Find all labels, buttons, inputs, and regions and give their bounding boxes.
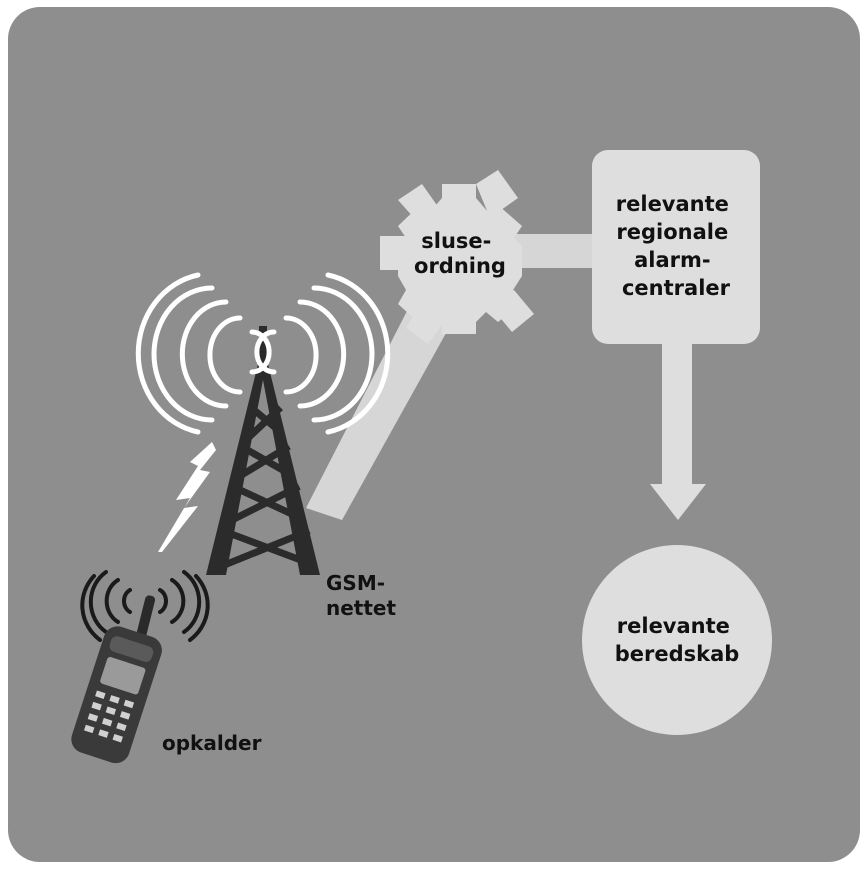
alarm-centers-label-line: relevante: [616, 192, 729, 216]
diagram-background: [8, 7, 860, 862]
sluice-label-line: sluse-: [421, 229, 491, 253]
emergency-label-line: beredskab: [615, 642, 740, 666]
signal-wave-icon: [135, 272, 391, 435]
lightning-icon: [158, 442, 216, 552]
alarm-centers-label-line: regionale: [616, 220, 728, 244]
network-label: GSM- nettet: [326, 571, 396, 620]
tower-icon: [206, 326, 320, 575]
alarm-centers-box: [592, 150, 760, 344]
alarm-centers-label-line: alarm-: [634, 248, 711, 272]
sluice-label-line: ordning: [414, 254, 506, 278]
emergency-circle: [582, 545, 772, 735]
caller-label-line: opkalder: [162, 731, 262, 755]
sluice-label: sluse- ordning: [414, 229, 506, 278]
alarm-centers-label: relevante regionale alarm- centraler: [616, 192, 736, 300]
alarm-centers-label-line: centraler: [622, 276, 731, 300]
caller-label: opkalder: [162, 731, 262, 755]
phone-signal-wave-icon: [80, 570, 210, 642]
emergency-label-line: relevante: [617, 614, 730, 638]
network-label-line: nettet: [326, 596, 396, 620]
arrow-down-icon: [650, 343, 706, 520]
network-label-line: GSM-: [326, 571, 385, 595]
phone-icon: [71, 595, 162, 764]
emergency-label: relevante beredskab: [615, 614, 740, 666]
gear-shape-icon: [380, 170, 534, 344]
